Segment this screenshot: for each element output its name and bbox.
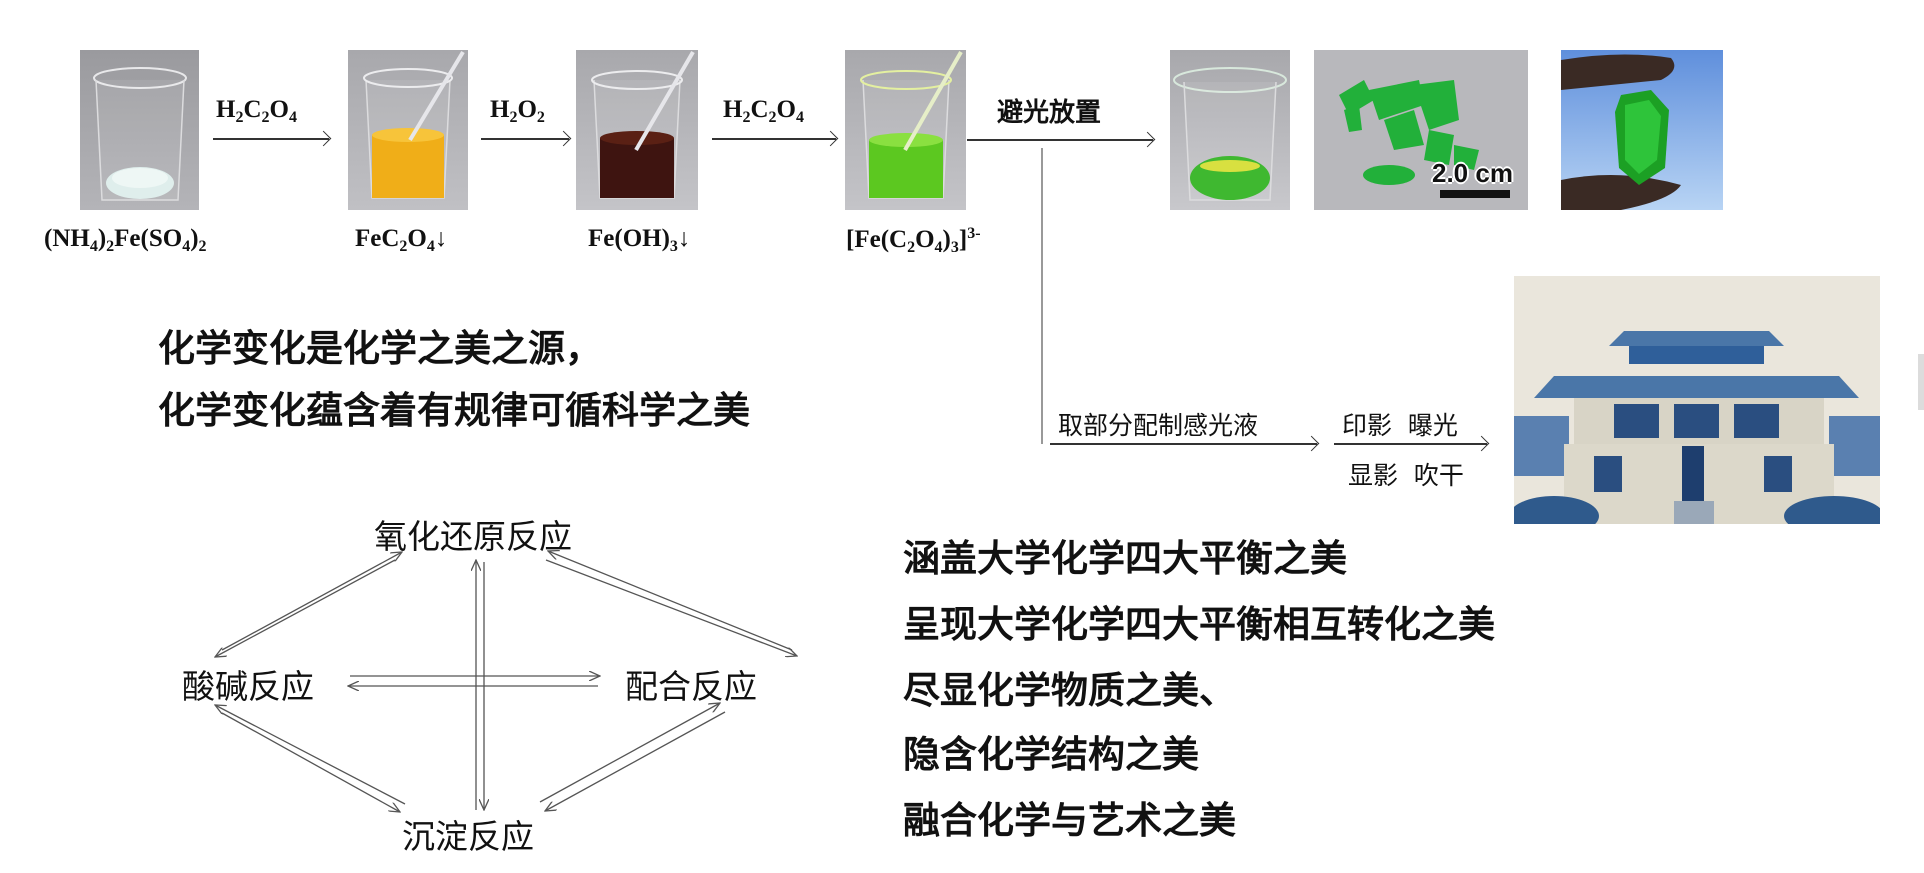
crystal-icon bbox=[1561, 54, 1681, 210]
photo-beaker-white-powder bbox=[80, 50, 199, 210]
dark-storage-label: 避光放置 bbox=[997, 98, 1102, 128]
compound-label-2: FeC2O4↓ bbox=[355, 225, 448, 255]
compound-label-3: Fe(OH)3↓ bbox=[588, 225, 691, 255]
cyanotype-arrow-1 bbox=[1050, 443, 1317, 445]
summary-line-1: 涵盖大学化学四大平衡之美 bbox=[903, 537, 1347, 580]
arrow-acidbase-to-precip bbox=[221, 712, 400, 812]
compound-label-1: (NH4)2Fe(SO4)2 bbox=[44, 225, 207, 255]
arrow-precip-to-complex bbox=[539, 703, 720, 803]
crystals-icon bbox=[1339, 80, 1510, 198]
beaker-icon bbox=[1173, 67, 1287, 201]
cyanotype-step1-label: 取部分配制感光液 bbox=[1058, 411, 1259, 440]
reaction-arrow-1 bbox=[213, 138, 329, 140]
arrow-complex-to-precip bbox=[545, 711, 726, 811]
photo-beaker-dark-brown-suspension bbox=[576, 50, 698, 210]
beaker-icon bbox=[93, 67, 187, 201]
statement-change-line-2: 化学变化蕴含着有规律可循科学之美 bbox=[158, 389, 750, 432]
reagent-label-1: H2C2O4 bbox=[216, 96, 297, 126]
summary-line-2: 呈现大学化学四大平衡相互转化之美 bbox=[903, 603, 1495, 646]
beaker-icon bbox=[860, 51, 963, 199]
reaction-arrow-3 bbox=[712, 138, 836, 140]
reagent-label-3: H2C2O4 bbox=[723, 96, 804, 126]
branch-connector-line bbox=[1041, 148, 1043, 444]
photo-cyanotype-building-print bbox=[1514, 276, 1880, 524]
building-icon bbox=[1514, 276, 1880, 524]
reagent-label-2: H2O2 bbox=[490, 96, 545, 126]
compound-label-4: [Fe(C2O4)3]3- bbox=[846, 225, 981, 256]
summary-line-4: 隐含化学结构之美 bbox=[903, 733, 1199, 776]
reaction-arrow-2 bbox=[481, 138, 569, 140]
photo-beaker-green-solution bbox=[845, 50, 966, 210]
beaker-icon bbox=[591, 50, 695, 199]
node-redox-reaction: 氧化还原反应 bbox=[374, 517, 572, 556]
arrow-redox-to-acidbase bbox=[215, 559, 396, 657]
edge-tab bbox=[1918, 354, 1924, 410]
summary-line-5: 融合化学与艺术之美 bbox=[903, 799, 1236, 842]
arrow-redox-to-complex bbox=[545, 559, 797, 656]
photo-single-green-crystal bbox=[1561, 50, 1723, 210]
arrow-acidbase-to-redox bbox=[221, 552, 402, 651]
cyanotype-step2-top-label: 印影 曝光 bbox=[1342, 411, 1458, 440]
reaction-arrow-4 bbox=[967, 139, 1153, 141]
summary-line-3: 尽显化学物质之美、 bbox=[903, 669, 1236, 712]
statement-change-line-1: 化学变化是化学之美之源， bbox=[158, 327, 602, 370]
arrow-complex-to-redox bbox=[548, 551, 793, 651]
cyanotype-step2-bottom-label: 显影 吹干 bbox=[1348, 461, 1464, 490]
photo-beaker-with-green-crystals bbox=[1170, 50, 1290, 210]
photo-beaker-yellow-suspension bbox=[348, 50, 468, 210]
cyanotype-arrow-2 bbox=[1334, 443, 1487, 445]
node-complexation-reaction: 配合反应 bbox=[625, 667, 757, 706]
scale-bar-label: 2.0 cm bbox=[1432, 158, 1513, 188]
arrow-precip-to-acidbase bbox=[215, 705, 406, 805]
node-acid-base-reaction: 酸碱反应 bbox=[182, 667, 314, 706]
node-precipitation-reaction: 沉淀反应 bbox=[402, 817, 534, 856]
beaker-icon bbox=[363, 50, 465, 199]
photo-green-crystals: 2.0 cm bbox=[1314, 50, 1528, 210]
